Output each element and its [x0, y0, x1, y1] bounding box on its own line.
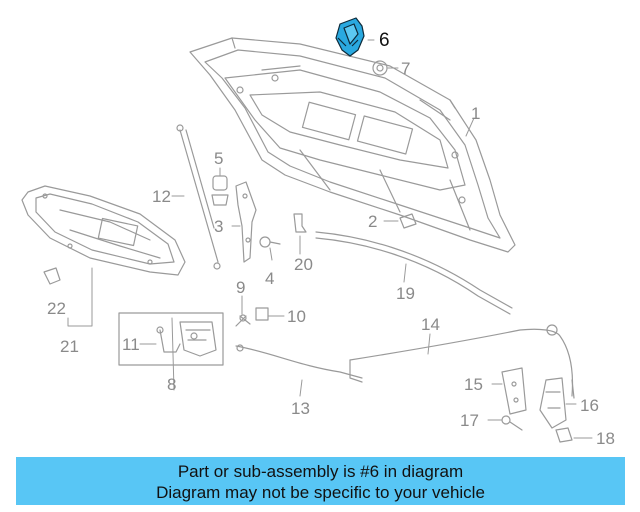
callout-22: 22 — [47, 299, 66, 318]
callout-21: 21 — [60, 337, 79, 356]
callout-18: 18 — [596, 429, 615, 448]
callout-3: 3 — [214, 217, 224, 236]
screw — [501, 415, 523, 431]
release-handle — [539, 377, 567, 429]
insulator-clip — [43, 267, 61, 285]
callout-8: 8 — [167, 375, 177, 394]
callout-17: 17 — [460, 411, 479, 430]
callout-12: 12 — [152, 187, 171, 206]
callout-19: 19 — [396, 284, 415, 303]
callout-5: 5 — [214, 149, 224, 168]
callout-7: 7 — [401, 59, 411, 78]
callout-14: 14 — [421, 315, 440, 334]
banner-part-line: Part or sub-assembly is #6 in diagram — [177, 462, 464, 481]
handle-clip — [555, 427, 573, 443]
callout-10: 10 — [287, 307, 306, 326]
callout-16: 16 — [580, 396, 599, 415]
callout-20: 20 — [294, 255, 313, 274]
hood-insulator — [21, 185, 186, 276]
callout-11: 11 — [122, 335, 140, 354]
callout-4: 4 — [265, 269, 275, 288]
hinge-bolt — [259, 236, 281, 248]
callout-6: 6 — [379, 30, 390, 51]
banner-disclaimer-line: Diagram may not be specific to your vehi… — [156, 483, 485, 502]
hood-bumper — [211, 175, 229, 206]
hood-panel — [189, 37, 516, 253]
cable-bracket — [501, 367, 527, 415]
hood-hinge — [235, 181, 257, 263]
release-cable — [349, 324, 575, 399]
clip — [399, 213, 417, 229]
release-cable-front — [235, 344, 363, 383]
grommet — [372, 60, 388, 76]
latch-nut — [255, 307, 269, 321]
info-banner: Part or sub-assembly is #6 in diagram Di… — [16, 457, 625, 505]
callout-1: 1 — [471, 104, 481, 123]
callout-2: 2 — [368, 212, 378, 231]
latch-bolt — [235, 314, 251, 327]
leader-lines — [67, 39, 593, 439]
latch-box — [118, 312, 224, 366]
hood-seal — [315, 231, 513, 315]
hood-strut — [176, 124, 221, 270]
hood-latch-highlighted — [335, 17, 365, 57]
callout-9: 9 — [236, 278, 246, 297]
parts-diagram — [21, 17, 593, 443]
bracket — [293, 213, 307, 233]
callout-15: 15 — [464, 375, 483, 394]
callout-13: 13 — [291, 399, 310, 418]
